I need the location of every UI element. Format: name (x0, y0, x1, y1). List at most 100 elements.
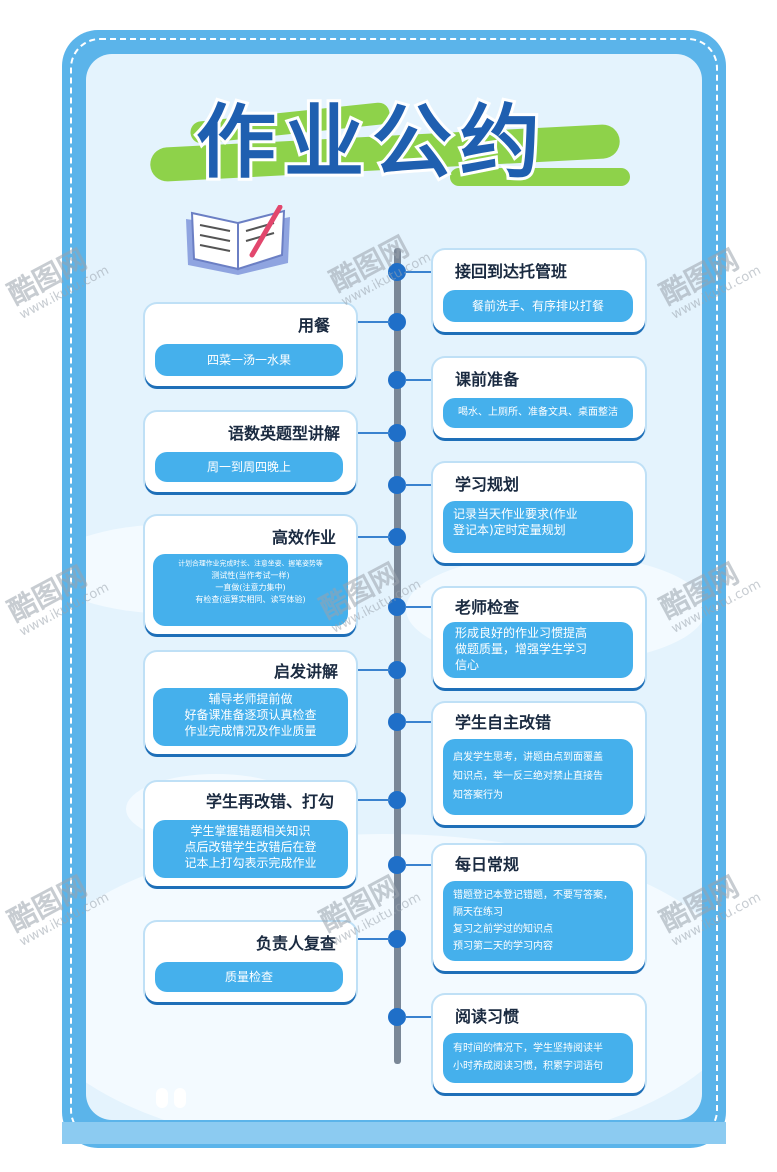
step-title: 学生自主改错 (455, 713, 552, 732)
step-desc: 计划合理作业完成时长、注意坐姿、握笔姿势等 测试性(当作考试一样) 一直做(注意… (153, 554, 348, 626)
step-desc: 启发学生思考，讲题由点到面覆盖 知识点，举一反三绝对禁止直接告 知答案行为 (443, 739, 633, 815)
step-desc-line: 计划合理作业完成时长、注意坐姿、握笔姿势等 (178, 559, 323, 568)
timeline-dot (388, 661, 406, 679)
step-desc: 形成良好的作业习惯提高 做题质量，增强学生学习 信心 (443, 622, 633, 678)
step-desc-line: 喝水、上厕所、准备文具、桌面整洁 (458, 407, 618, 418)
step-desc: 喝水、上厕所、准备文具、桌面整洁 (443, 398, 633, 428)
connector-line (405, 379, 441, 381)
step-title: 每日常规 (455, 855, 520, 874)
connector-line (348, 938, 390, 940)
step-title: 课前准备 (455, 370, 520, 389)
step-card: 负责人复查 质量检查 (145, 922, 356, 1002)
timeline-line (394, 248, 401, 1064)
page-title: 作业公约 (193, 95, 548, 191)
step-title: 接回到达托管班 (455, 262, 568, 281)
step-desc-line: 做题质量，增强学生学习 (455, 642, 588, 656)
step-desc-line: 有检查(运算实相同、读写体验) (195, 595, 306, 604)
step-desc-line: 复习之前学过的知识点 (453, 924, 553, 935)
step-desc-line: 隔天在练习 (453, 907, 503, 918)
footprint (174, 1088, 186, 1108)
step-desc-line: 好备课准备逐项认真检查 (184, 708, 317, 722)
timeline-dot (388, 371, 406, 389)
step-title: 学生再改错、打勾 (205, 792, 334, 811)
open-book-pencil-icon (182, 204, 294, 279)
step-desc-line: 周一到周四晚上 (206, 460, 291, 474)
connector-line (405, 1016, 441, 1018)
step-title: 用餐 (297, 316, 330, 335)
step-desc-line: 有时间的情况下，学生坚持阅读半 (453, 1043, 603, 1054)
step-desc-line: 四菜一汤一水果 (206, 353, 291, 367)
timeline-dot (388, 791, 406, 809)
timeline-dot (388, 476, 406, 494)
step-desc-line: 一直做(注意力集中) (215, 583, 286, 592)
step-desc-line: 小时养成阅读习惯，积累字词语句 (453, 1061, 603, 1072)
step-desc-line: 知识点，举一反三绝对禁止直接告 (453, 771, 603, 782)
bottom-band (62, 1122, 726, 1144)
step-desc-line: 记录当天作业要求(作业 (453, 507, 578, 521)
step-desc-line: 记本上打勾表示完成作业 (184, 856, 317, 870)
step-desc-line: 质量检查 (224, 970, 273, 984)
title-banner: 作业公约 (149, 88, 640, 198)
step-desc: 有时间的情况下，学生坚持阅读半 小时养成阅读习惯，积累字词语句 (443, 1033, 633, 1083)
step-card: 启发讲解 辅导老师提前做 好备课准备逐项认真检查 作业完成情况及作业质量 (145, 652, 356, 754)
step-desc: 辅导老师提前做 好备课准备逐项认真检查 作业完成情况及作业质量 (153, 688, 348, 746)
step-title: 学习规划 (455, 475, 520, 494)
connector-line (405, 864, 441, 866)
step-title: 启发讲解 (273, 662, 338, 681)
connector-line (405, 721, 441, 723)
step-desc-line: 错题登记本登记错题，不要写答案， (453, 890, 613, 901)
step-card: 阅读习惯 有时间的情况下，学生坚持阅读半 小时养成阅读习惯，积累字词语句 (433, 995, 645, 1093)
green-brush-stroke (450, 168, 630, 186)
step-desc: 质量检查 (155, 962, 343, 992)
step-title: 老师检查 (455, 598, 520, 617)
step-card: 语数英题型讲解 周一到周四晚上 (145, 412, 356, 492)
timeline-dot (388, 713, 406, 731)
step-desc: 记录当天作业要求(作业 登记本)定时定量规划 (443, 501, 633, 553)
step-desc-line: 餐前洗手、有序排以打餐 (471, 299, 604, 313)
timeline-dot (388, 313, 406, 331)
step-desc-line: 学生掌握错题相关知识 (190, 824, 311, 838)
timeline-dot (388, 263, 406, 281)
step-card: 学生再改错、打勾 学生掌握错题相关知识 点后改错学生改错后在登 记本上打勾表示完… (145, 782, 356, 886)
timeline-dot (388, 528, 406, 546)
step-desc-line: 辅导老师提前做 (208, 692, 293, 706)
step-desc: 周一到周四晚上 (155, 452, 343, 482)
step-desc-line: 信心 (455, 658, 480, 672)
step-desc-line: 知答案行为 (453, 790, 503, 801)
timeline-dot (388, 1008, 406, 1026)
timeline-dot (388, 598, 406, 616)
step-card: 高效作业 计划合理作业完成时长、注意坐姿、握笔姿势等 测试性(当作考试一样) 一… (145, 516, 356, 634)
step-desc-line: 形成良好的作业习惯提高 (455, 626, 588, 640)
timeline-dot (388, 856, 406, 874)
footprint (156, 1088, 168, 1108)
step-title: 语数英题型讲解 (227, 424, 340, 443)
step-desc-line: 作业完成情况及作业质量 (184, 724, 317, 738)
connector-line (405, 271, 441, 273)
step-desc-line: 点后改错学生改错后在登 (184, 840, 317, 854)
step-title: 负责人复查 (255, 934, 336, 953)
step-desc-line: 预习第二天的学习内容 (453, 941, 553, 952)
step-card: 接回到达托管班 餐前洗手、有序排以打餐 (433, 250, 645, 332)
step-title: 阅读习惯 (455, 1007, 520, 1026)
step-desc-line: 登记本)定时定量规划 (453, 523, 566, 537)
connector-line (405, 606, 441, 608)
step-card: 课前准备 喝水、上厕所、准备文具、桌面整洁 (433, 358, 645, 438)
step-desc: 学生掌握错题相关知识 点后改错学生改错后在登 记本上打勾表示完成作业 (153, 820, 348, 878)
connector-line (348, 536, 390, 538)
timeline-dot (388, 930, 406, 948)
step-title: 高效作业 (271, 528, 336, 547)
step-card: 学生自主改错 启发学生思考，讲题由点到面覆盖 知识点，举一反三绝对禁止直接告 知… (433, 703, 645, 825)
connector-line (348, 669, 390, 671)
connector-line (348, 799, 390, 801)
step-desc: 错题登记本登记错题，不要写答案， 隔天在练习 复习之前学过的知识点 预习第二天的… (443, 881, 633, 961)
connector-line (348, 321, 390, 323)
step-card: 学习规划 记录当天作业要求(作业 登记本)定时定量规划 (433, 463, 645, 563)
step-desc-line: 启发学生思考，讲题由点到面覆盖 (453, 752, 603, 763)
step-desc: 餐前洗手、有序排以打餐 (443, 290, 633, 322)
step-desc: 四菜一汤一水果 (155, 344, 343, 376)
connector-line (405, 484, 441, 486)
step-card: 用餐 四菜一汤一水果 (145, 304, 356, 386)
step-card: 每日常规 错题登记本登记错题，不要写答案， 隔天在练习 复习之前学过的知识点 预… (433, 845, 645, 971)
step-card: 老师检查 形成良好的作业习惯提高 做题质量，增强学生学习 信心 (433, 588, 645, 688)
connector-line (348, 432, 390, 434)
